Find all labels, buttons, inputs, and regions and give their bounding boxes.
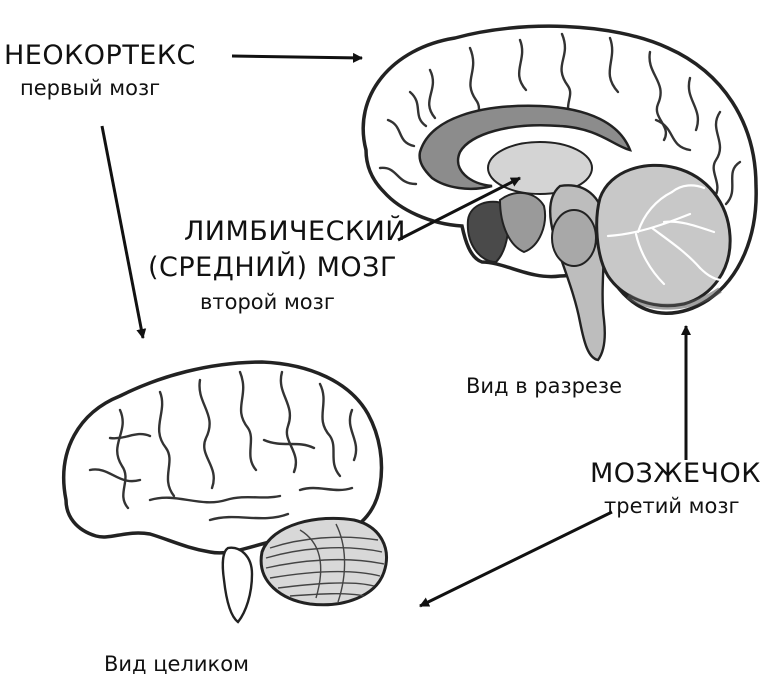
limbic-subtitle: второй мозг	[200, 290, 335, 314]
limbic-title-line1: ЛИМБИЧЕСКИЙ	[184, 216, 406, 247]
cerebellum-title: МОЗЖЕЧОК	[590, 458, 761, 489]
sagittal-brain	[363, 26, 756, 360]
limbic-title-line2: (СРЕДНИЙ) МОЗГ	[148, 252, 397, 283]
pons	[552, 210, 596, 266]
lateral-brainstem	[223, 548, 252, 622]
arrow-cerebellum-to-whole	[420, 512, 612, 606]
neocortex-title: НЕОКОРТЕКС	[4, 40, 196, 71]
section-view-label: Вид в разрезе	[466, 374, 622, 398]
neocortex-subtitle: первый мозг	[20, 76, 160, 100]
cerebellum-subtitle: третий мозг	[604, 494, 740, 518]
arrow-neocortex-to-section	[232, 56, 362, 58]
whole-view-label: Вид целиком	[104, 652, 249, 676]
lateral-brain	[64, 362, 387, 622]
arrow-neocortex-to-whole	[102, 126, 143, 338]
